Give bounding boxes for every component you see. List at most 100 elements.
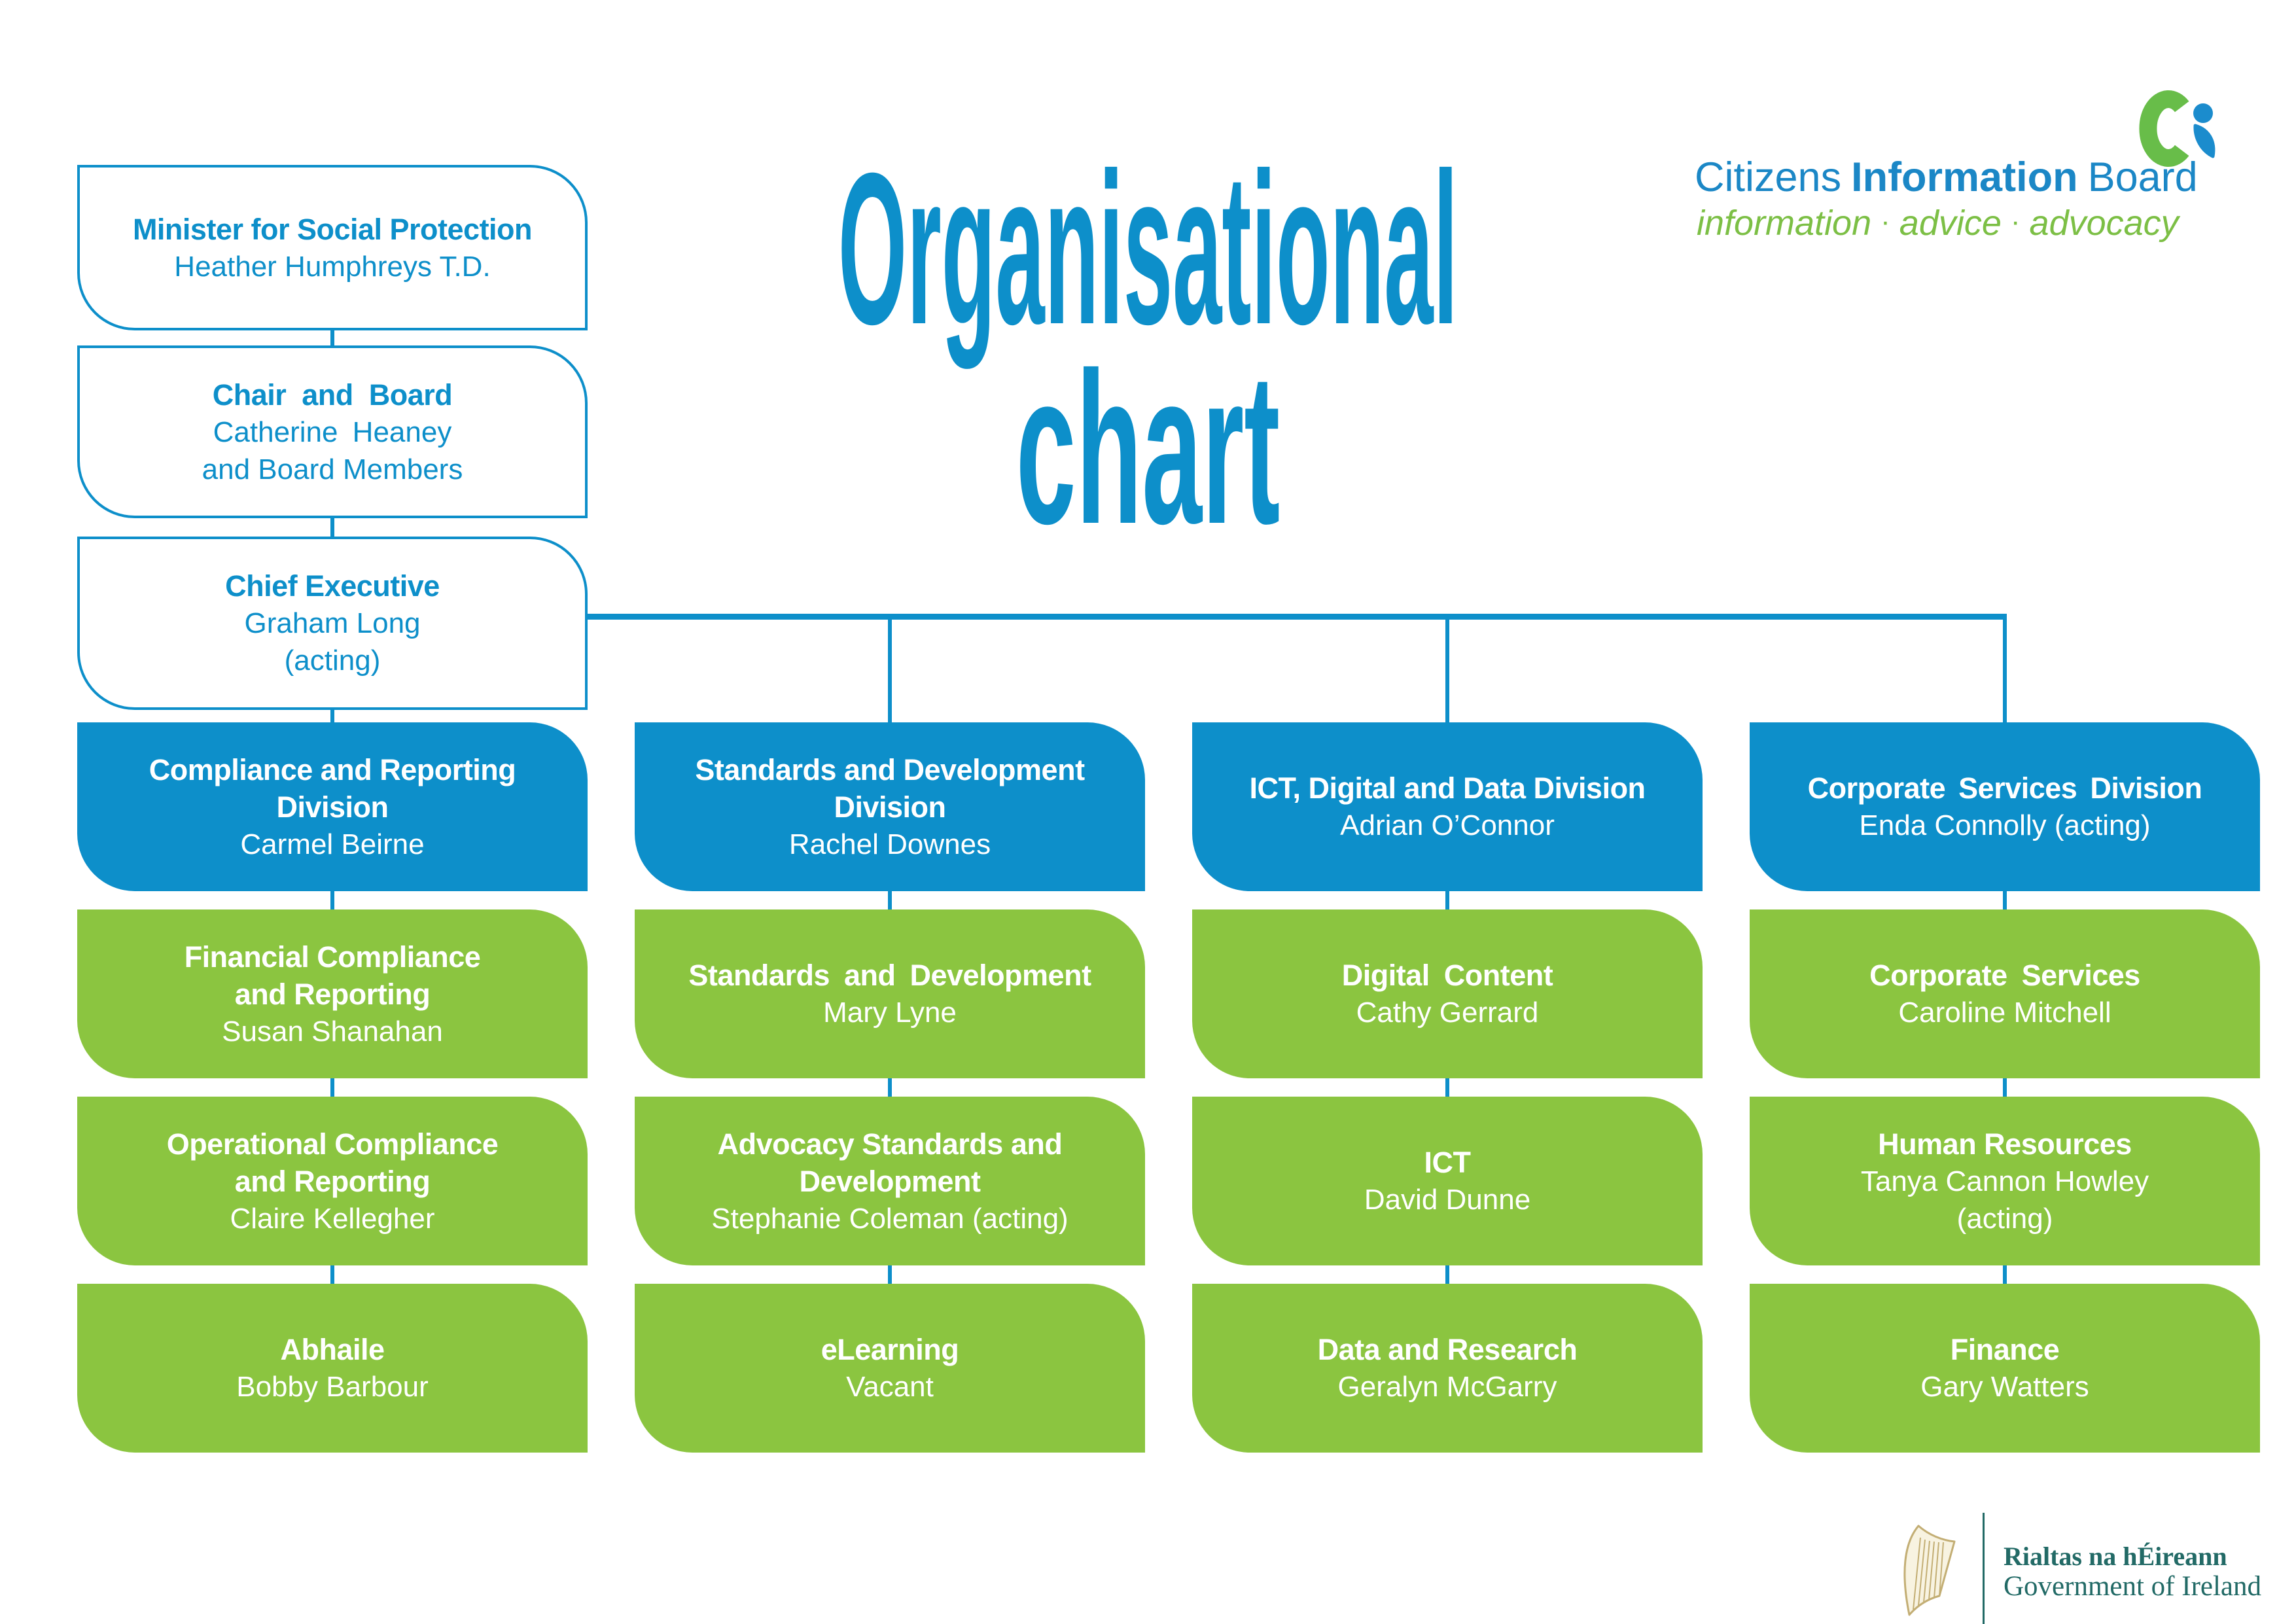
page-title-line2: chart: [1016, 327, 1280, 569]
division-box-ict-digital-data: ICT, Digital and Data Division Adrian O’…: [1192, 722, 1703, 891]
title-line: ICT, Digital and Data Division: [1249, 771, 1646, 805]
tagline-advice: advice: [1899, 203, 2002, 243]
box-minister-person: Heather Humphreys T.D.: [174, 250, 491, 283]
unit-head-name: Caroline Mitchell: [1898, 997, 2111, 1029]
unit-title: Digital Content: [1342, 957, 1553, 994]
box-minister-role: Minister for Social Protection: [132, 212, 533, 246]
tagline-dot-2: ·: [2010, 205, 2021, 238]
unit-title: Operational Compliance and Reporting: [167, 1125, 499, 1200]
box-chair-role: Chair and Board: [212, 378, 453, 412]
brand-tagline: information·advice·advocacy: [1697, 205, 2179, 241]
title-line: Operational Compliance: [166, 1127, 499, 1161]
title-line: and Reporting: [234, 1164, 431, 1198]
unit-head-name2: (acting): [1956, 1202, 2053, 1235]
title-line: and Reporting: [234, 977, 431, 1011]
title-line: Division: [834, 790, 946, 824]
unit-box-corporate-services: Corporate Services Caroline Mitchell: [1750, 909, 2260, 1078]
unit-title: Data and Research: [1318, 1331, 1578, 1368]
box-chief-executive: Chief Executive Graham Long (acting): [77, 537, 588, 710]
title-line: Compliance and Reporting: [149, 752, 516, 786]
connector-col3-row1: [1445, 891, 1449, 909]
division-head-name: Enda Connolly (acting): [1859, 809, 2151, 841]
division-title: ICT, Digital and Data Division: [1249, 769, 1646, 807]
connector-col2-row1: [888, 891, 892, 909]
division-title: Compliance and Reporting Division: [149, 751, 516, 826]
unit-box-standards-development: Standards and Development Mary Lyne: [635, 909, 1145, 1078]
unit-title: Standards and Development: [688, 957, 1091, 994]
unit-title: Financial Compliance and Reporting: [185, 938, 481, 1013]
connector-col4-row1: [2003, 891, 2007, 909]
unit-box-human-resources: Human Resources Tanya Cannon Howley (act…: [1750, 1097, 2260, 1265]
title-line: Advocacy Standards and: [717, 1127, 1063, 1161]
unit-title: ICT: [1424, 1144, 1472, 1181]
unit-box-financial-compliance: Financial Compliance and Reporting Susan…: [77, 909, 588, 1078]
tagline-information: information: [1697, 203, 1872, 243]
tagline-advocacy: advocacy: [2029, 203, 2179, 243]
division-title: Standards and Development Division: [695, 751, 1085, 826]
unit-box-data-research: Data and Research Geralyn McGarry: [1192, 1284, 1703, 1453]
unit-head-name: Tanya Cannon Howley: [1860, 1165, 2149, 1197]
unit-title: Human Resources: [1878, 1125, 2132, 1163]
connector-col3-row2: [1445, 1078, 1449, 1097]
title-line: Standards and Development: [695, 752, 1085, 786]
unit-title: Abhaile: [280, 1331, 385, 1368]
connector-ce-division1: [330, 710, 334, 722]
connector-col1-row3: [330, 1265, 334, 1284]
brand-word-information: Information: [1851, 154, 2078, 200]
unit-box-finance: Finance Gary Watters: [1750, 1284, 2260, 1453]
title-line: Financial Compliance: [184, 940, 481, 974]
connector-chair-ce: [330, 518, 334, 537]
tagline-dot-1: ·: [1881, 205, 1890, 238]
page-title-line1: Organisational: [838, 128, 1458, 369]
connector-col1-row1: [330, 891, 334, 909]
box-ce-person: Graham Long: [244, 607, 421, 639]
box-ce-role: Chief Executive: [225, 569, 440, 603]
title-line: Human Resources: [1878, 1127, 2132, 1161]
unit-title: Advocacy Standards and Development: [718, 1125, 1063, 1200]
unit-box-elearning: eLearning Vacant: [635, 1284, 1145, 1453]
unit-head-name: Stephanie Coleman (acting): [711, 1202, 1069, 1235]
box-chair-and-board: Chair and Board Catherine Heaney and Boa…: [77, 345, 588, 518]
unit-head-name: Bobby Barbour: [236, 1371, 429, 1403]
title-line: Abhaile: [280, 1333, 385, 1366]
connector-drop-division4: [2003, 620, 2007, 722]
connector-col4-row3: [2003, 1265, 2007, 1284]
title-line: Finance: [1950, 1333, 2060, 1366]
brand-word-citizens: Citizens: [1695, 154, 1842, 200]
division-box-corporate-services: Corporate Services Division Enda Connoll…: [1750, 722, 2260, 891]
connector-col2-row2: [888, 1078, 892, 1097]
division-box-standards-development: Standards and Development Division Rache…: [635, 722, 1145, 891]
unit-head-name: Vacant: [846, 1371, 934, 1403]
connector-drop-division2: [888, 620, 892, 722]
connector-drop-division3: [1445, 620, 1449, 722]
division-title: Corporate Services Division: [1808, 769, 2202, 807]
division-box-compliance-reporting: Compliance and Reporting Division Carmel…: [77, 722, 588, 891]
box-chair-person2: and Board Members: [202, 453, 463, 485]
box-chair-person: Catherine Heaney: [213, 415, 452, 448]
box-minister: Minister for Social Protection Heather H…: [77, 165, 588, 330]
connector-branch-horizontal: [588, 614, 2007, 620]
title-line: Division: [276, 790, 389, 824]
unit-head-name: Cathy Gerrard: [1356, 997, 1539, 1029]
unit-head-name: Geralyn McGarry: [1337, 1371, 1557, 1403]
unit-title: eLearning: [821, 1331, 959, 1368]
unit-head-name: Gary Watters: [1920, 1371, 2089, 1403]
connector-col4-row2: [2003, 1078, 2007, 1097]
unit-box-operational-compliance: Operational Compliance and Reporting Cla…: [77, 1097, 588, 1265]
connector-col3-row3: [1445, 1265, 1449, 1284]
unit-box-digital-content: Digital Content Cathy Gerrard: [1192, 909, 1703, 1078]
box-ce-person2: (acting): [284, 644, 381, 677]
unit-box-ict: ICT David Dunne: [1192, 1097, 1703, 1265]
division-head-name: Adrian O’Connor: [1340, 809, 1555, 841]
unit-head-name: David Dunne: [1364, 1184, 1531, 1216]
title-line: Digital Content: [1341, 959, 1553, 992]
title-line: ICT: [1424, 1146, 1472, 1179]
unit-title: Corporate Services: [1869, 957, 2140, 994]
harp-icon: [1903, 1525, 1956, 1616]
unit-title: Finance: [1951, 1331, 2060, 1368]
title-line: Data and Research: [1317, 1333, 1578, 1366]
connector-col1-row2: [330, 1078, 334, 1097]
title-line: Corporate Services Division: [1807, 771, 2202, 805]
